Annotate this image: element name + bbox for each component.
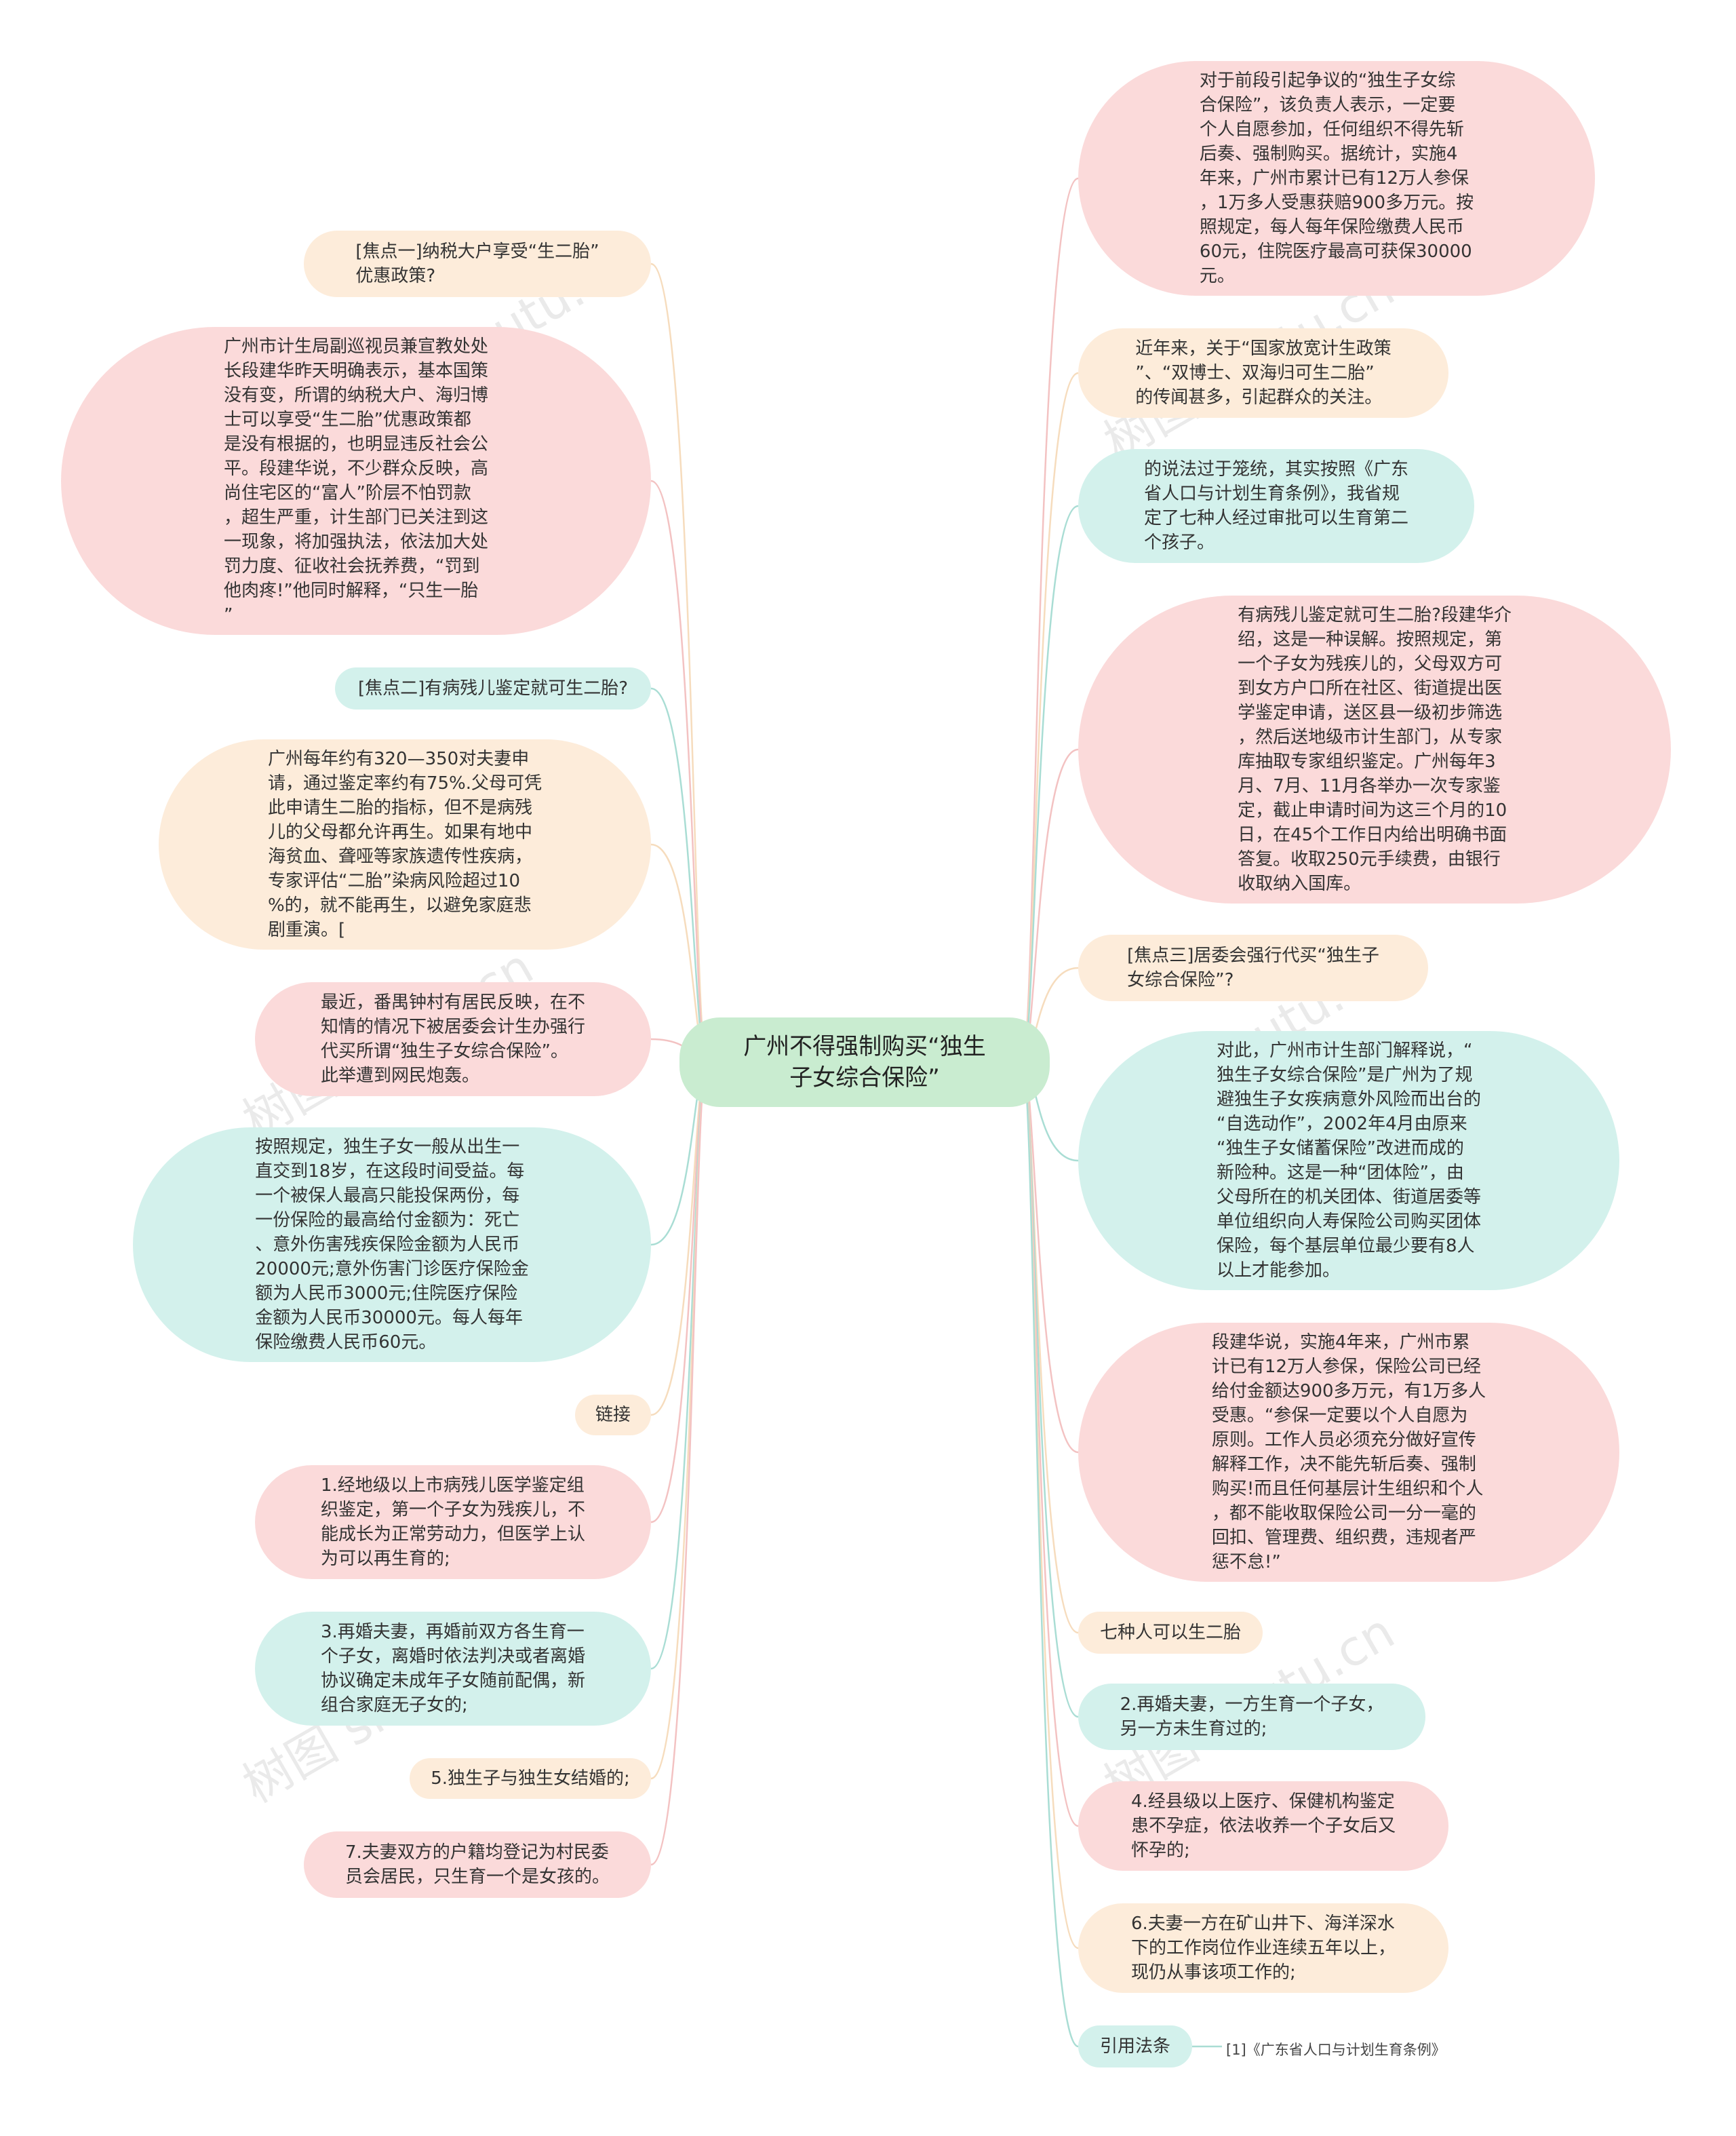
topic-appraisal-process[interactable]: 有病残儿鉴定就可生二胎?段建华介 绍，这是一种误解。按照规定，第 一个子女为残疾…: [1078, 596, 1671, 904]
topic-link[interactable]: 链接: [575, 1395, 651, 1435]
connector-L7: [650, 1061, 708, 1416]
topic-policy-rumors[interactable]: 近年来，关于“国家放宽计生政策 ”、“双博士、双海归可生二胎” 的传闻甚多，引起…: [1078, 328, 1448, 418]
connector-R12: [1021, 1061, 1079, 2048]
topic-rule-four[interactable]: 4.经县级以上医疗、保健机构鉴定 患不孕症，依法收养一个子女后又 怀孕的;: [1078, 1781, 1448, 1871]
topic-disabled-child-stats[interactable]: 广州每年约有320—350对夫妻申 请，通过鉴定率约有75%.父母可凭 此申请生…: [159, 739, 651, 950]
topic-group-insurance[interactable]: 对此，广州市计生部门解释说，“ 独生子女综合保险”是广州为了规 避独生子女疾病意…: [1078, 1031, 1619, 1290]
topic-insurance-rules[interactable]: 按照规定，独生子女一般从出生一 直交到18岁，在这段时间受益。每 一个被保人最高…: [133, 1127, 651, 1362]
connector-L8: [650, 1061, 708, 1523]
topic-rule-one[interactable]: 1.经地级以上市病残儿医学鉴定组 织鉴定，第一个子女为残疾儿，不 能成长为正常劳…: [255, 1465, 651, 1579]
root-topic[interactable]: 广州不得强制购买“独生 子女综合保险”: [679, 1017, 1050, 1107]
connector-R7: [1021, 1061, 1079, 1454]
topic-insurance-voluntary[interactable]: 对于前段引起争议的“独生子女综 合保险”，该负责人表示，一定要 个人自愿参加，任…: [1078, 61, 1595, 296]
topic-seven-kinds-intro[interactable]: 的说法过于笼统，其实按照《广东 省人口与计划生育条例》，我省规 定了七种人经过审…: [1078, 449, 1474, 563]
topic-rule-five[interactable]: 5.独生子与独生女结婚的;: [410, 1758, 651, 1799]
topic-rule-three[interactable]: 3.再婚夫妻，再婚前双方各生育一 个子女，离婚时依法判决或者离婚 协议确定未成年…: [255, 1612, 651, 1726]
connector-R3: [1021, 505, 1079, 1064]
topic-cited-law[interactable]: 引用法条: [1078, 2025, 1192, 2067]
topic-rule-six[interactable]: 6.夫妻一方在矿山井下、海洋深水 下的工作岗位作业连续五年以上， 现仍从事该项工…: [1078, 1903, 1448, 1993]
topic-focus-three[interactable]: [焦点三]居委会强行代买“独生子 女综合保险”?: [1078, 935, 1428, 1001]
topic-tax-payer-explanation[interactable]: 广州市计生局副巡视员兼宣教处处 长段建华昨天明确表示，基本国策 没有变，所谓的纳…: [61, 327, 651, 635]
topic-panyu-report[interactable]: 最近，番禺钟村有居民反映，在不 知情的情况下被居委会计生办强行 代买所谓“独生子…: [255, 982, 651, 1096]
topic-rule-seven[interactable]: 7.夫妻双方的户籍均登记为村民委 员会居民，只生育一个是女孩的。: [304, 1831, 651, 1898]
topic-four-year-results[interactable]: 段建华说，实施4年来，广州市累 计已有12万人参保，保险公司已经 给付金额达90…: [1078, 1323, 1619, 1582]
connector-L1: [650, 263, 708, 1064]
connector-L11: [650, 1061, 708, 1866]
citation-law[interactable]: [1]《广东省人口与计划生育条例》: [1222, 2038, 1450, 2061]
connector-R2: [1021, 372, 1079, 1064]
topic-seven-kinds[interactable]: 七种人可以生二胎: [1078, 1612, 1263, 1654]
topic-focus-one[interactable]: [焦点一]纳税大户享受“生二胎” 优惠政策?: [304, 231, 651, 297]
connector-L3: [650, 687, 708, 1064]
topic-focus-two[interactable]: [焦点二]有病残儿鉴定就可生二胎?: [335, 667, 651, 710]
topic-rule-two[interactable]: 2.再婚夫妻，一方生育一个子女， 另一方未生育过的;: [1078, 1684, 1425, 1750]
root-topic-label: 广州不得强制购买“独生 子女综合保险”: [743, 1033, 986, 1091]
